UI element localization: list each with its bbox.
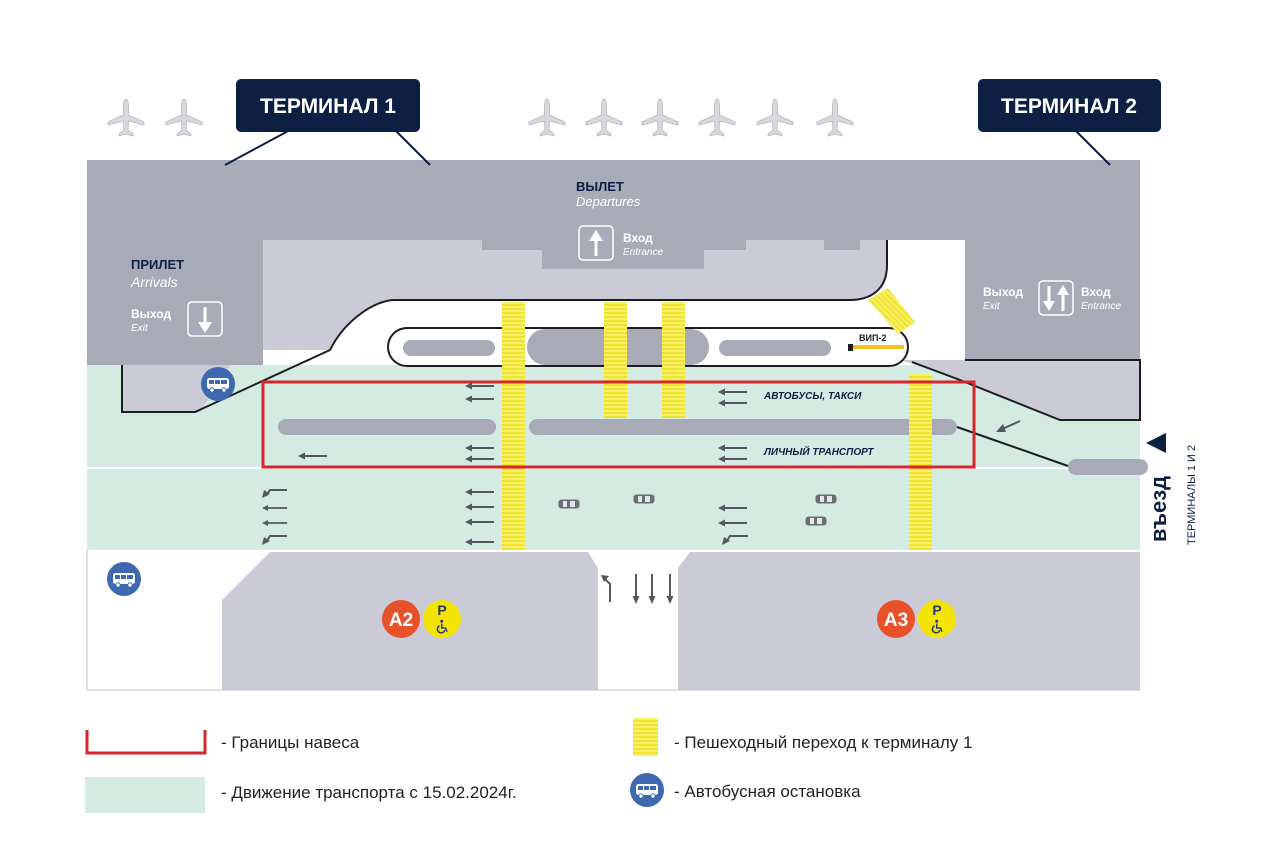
plane-icon — [107, 98, 145, 137]
private-lane-label: ЛИЧНЫЙ ТРАНСПОРТ — [763, 445, 874, 458]
plane-icon — [816, 98, 854, 137]
vip-label: ВИП-2 — [859, 333, 886, 343]
exit-label-t2: Выход — [983, 285, 1023, 299]
exit-label-en-t2: Exit — [983, 301, 1001, 312]
entry-label: въезд — [1146, 476, 1171, 542]
legend-canopy-text: - Границы навеса — [221, 733, 360, 752]
arrivals-label-en: Arrivals — [130, 274, 178, 290]
bus-icon — [107, 562, 141, 596]
departures-label-en: Departures — [576, 194, 641, 209]
crosswalks — [502, 288, 932, 550]
legend-bus-text: - Автобусная остановка — [674, 782, 861, 801]
planes — [107, 98, 854, 137]
exit-sign-arrivals: Выход Exit — [131, 301, 223, 337]
departures-label: ВЫЛЕТ — [576, 179, 624, 194]
legend-canopy-swatch — [85, 730, 207, 755]
island-bar-1 — [403, 340, 495, 356]
arrival-curb-line — [121, 240, 888, 413]
legend-crosswalk-swatch — [633, 718, 658, 756]
entrance-label-en: Entrance — [623, 247, 663, 258]
forecourt-road — [263, 240, 887, 350]
terminal-building — [87, 160, 1140, 365]
terminal-1-label: ТЕРМИНАЛ 1 — [224, 79, 431, 166]
parking-a2-label: А2 — [389, 610, 413, 631]
entry-triangle-icon — [1146, 433, 1166, 453]
parking-a3: А3 P — [877, 600, 956, 638]
terminal-1-title: ТЕРМИНАЛ 1 — [260, 95, 396, 118]
parking-p-label: P — [437, 602, 446, 618]
exit-entrance-sign-t2: Выход Exit Вход Entrance — [983, 280, 1121, 316]
parking-a2: А2 P — [382, 600, 461, 638]
entrance-sign-departures: Вход Entrance — [578, 225, 663, 261]
legend: - Границы навеса - Движение транспорта с… — [85, 718, 972, 813]
white-gap — [887, 240, 965, 302]
separator-bar-1 — [278, 419, 496, 435]
traffic-zone-lower — [87, 469, 1140, 550]
bus-icon — [630, 773, 664, 807]
entrance-label-en-t2: Entrance — [1081, 301, 1121, 312]
plane-icon — [528, 98, 566, 137]
entrance-label-t2: Вход — [1081, 285, 1111, 299]
legend-traffic-swatch — [85, 777, 205, 813]
terminal-2-title: ТЕРМИНАЛ 2 — [1001, 95, 1137, 118]
traffic-arrows — [262, 382, 1021, 604]
vip-marker — [848, 344, 853, 351]
bus-icon — [201, 367, 235, 401]
entry-sublabel: ТЕРМИНАЛЫ 1 И 2 — [1186, 445, 1198, 545]
plane-icon — [698, 98, 736, 137]
exit-label: Выход — [131, 307, 171, 321]
parking-p-label: P — [932, 602, 941, 618]
parking-a3-label: А3 — [884, 610, 908, 631]
entrance-label: Вход — [623, 231, 653, 245]
plane-icon — [641, 98, 679, 137]
separator-bar-2 — [529, 419, 957, 435]
exit-label-en: Exit — [131, 323, 149, 334]
entry-sign: въезд ТЕРМИНАЛЫ 1 И 2 — [1146, 433, 1198, 545]
plane-icon — [585, 98, 623, 137]
bus-taxi-lane-label: АВТОБУСЫ, ТАКСИ — [763, 391, 862, 402]
island-bar-3 — [719, 340, 831, 356]
legend-traffic-text: - Движение транспорта с 15.02.2024г. — [221, 783, 517, 802]
arrivals-label: ПРИЛЕТ — [131, 257, 184, 272]
canopy-border — [261, 380, 976, 469]
entry-bar — [1068, 459, 1148, 475]
plane-icon — [165, 98, 203, 137]
entry-road — [900, 360, 1140, 420]
legend-crosswalk-text: - Пешеходный переход к терминалу 1 — [674, 733, 972, 752]
plane-icon — [756, 98, 794, 137]
entry-curb-line — [911, 359, 1141, 421]
terminal-2-label: ТЕРМИНАЛ 2 — [978, 79, 1161, 166]
